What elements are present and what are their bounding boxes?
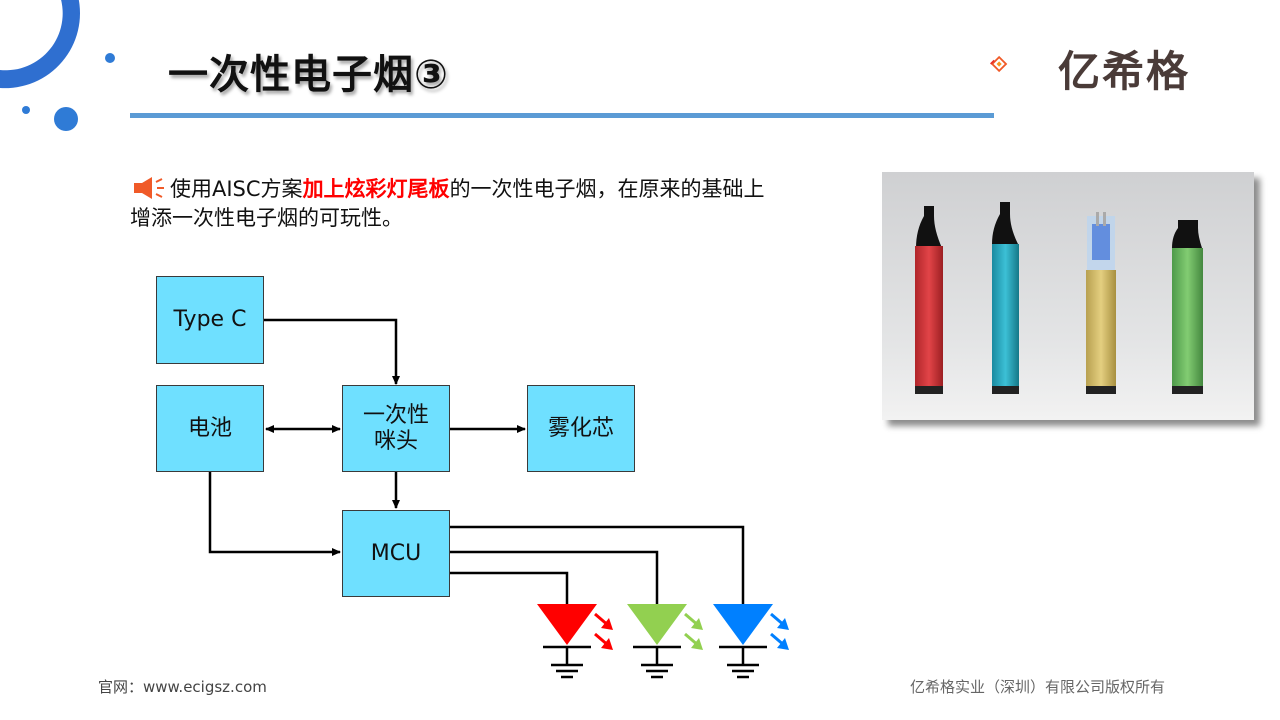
led-triangle-red: [537, 604, 597, 645]
mic-label-line2: 咪头: [373, 428, 418, 454]
speaker-icon: [134, 177, 164, 199]
led-ray-red-0: [594, 612, 610, 628]
decorative-circles: [0, 0, 115, 131]
page-title: 一次性电子烟③: [168, 52, 449, 98]
intro-highlight: 加上炫彩灯尾板: [302, 177, 450, 201]
led-ray-head-green-1: [691, 638, 703, 650]
led-ray-red-1: [594, 632, 610, 648]
intro-paragraph: 使用AISC方案加上炫彩灯尾板的一次性电子烟，在原来的基础上 增添一次性电子烟的…: [130, 175, 870, 233]
intro-suffix: 的一次性电子烟，在原来的基础上: [449, 177, 765, 201]
led-ray-green-0: [684, 612, 700, 628]
led-ray-head-red-0: [601, 618, 613, 630]
battery-box: 电池: [156, 385, 264, 472]
battery-label: 电池: [187, 415, 232, 441]
atomizer-label: 雾化芯: [547, 415, 614, 441]
mic-label-line1: 一次性: [362, 402, 429, 428]
mic-box: 一次性 咪头: [342, 385, 450, 472]
footer-website: 官网：www.ecigsz.com: [98, 678, 267, 696]
mcu-box: MCU: [342, 510, 450, 597]
led-ray-head-blue-1: [777, 638, 789, 650]
wire-battery-mcu: [208, 472, 341, 556]
led-ray-blue-0: [770, 612, 786, 628]
typec-label: Type C: [173, 307, 247, 332]
led-red: [537, 604, 613, 679]
wire-mcu-led-blue: [450, 525, 745, 604]
product-photo: [882, 172, 1254, 420]
atomizer-box: 雾化芯: [527, 385, 635, 472]
wire-mcu-led-green: [450, 550, 659, 604]
led-green: [627, 604, 703, 679]
led-ray-head-red-1: [601, 638, 613, 650]
title-divider: [130, 113, 994, 118]
led-ray-head-blue-0: [777, 618, 789, 630]
led-blue: [713, 604, 789, 679]
led-ray-green-1: [684, 632, 700, 648]
wire-typec-mic: [264, 318, 400, 385]
wire-mcu-led-red: [450, 571, 569, 604]
led-ray-blue-1: [770, 632, 786, 648]
mcu-label: MCU: [370, 540, 422, 566]
led-triangle-green: [627, 604, 687, 645]
intro-line2: 增添一次性电子烟的可玩性。: [130, 206, 403, 230]
footer-copyright: 亿希格实业（深圳）有限公司版权所有: [910, 678, 1166, 696]
brand-name: 亿希格: [1058, 47, 1191, 96]
brand-logo: [990, 55, 1008, 73]
intro-prefix: 使用AISC方案: [170, 177, 303, 201]
led-ray-head-green-0: [691, 618, 703, 630]
typec-box: Type C: [156, 276, 264, 364]
led-triangle-blue: [713, 604, 773, 645]
